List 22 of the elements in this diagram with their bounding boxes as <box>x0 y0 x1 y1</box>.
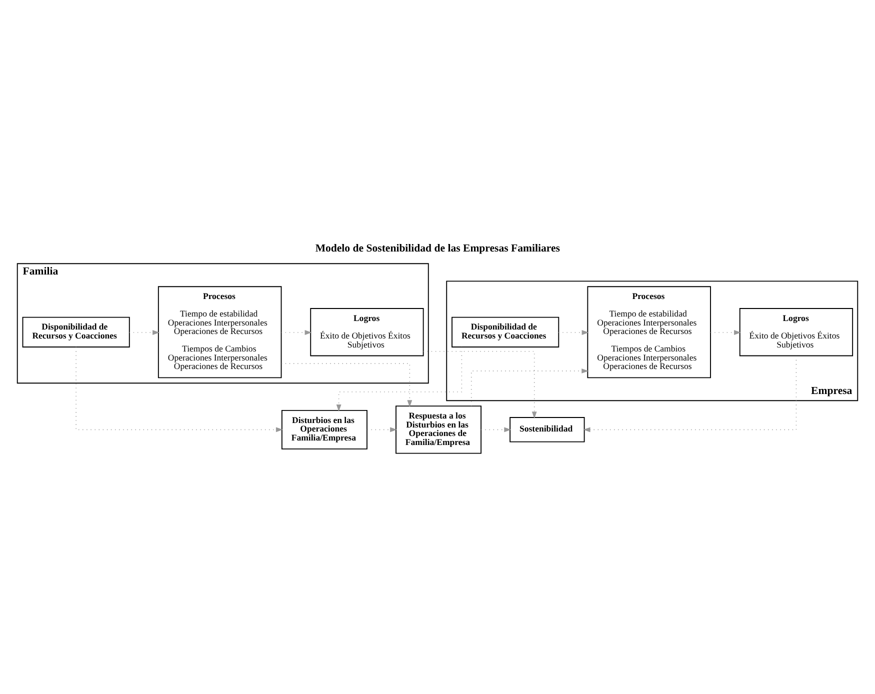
arrow <box>281 363 412 408</box>
node-box: Procesos Tiempo de estabilidad Operaciones Interpersonales Operaciones de Recursos Tiempos de Cambios Operaciones Interpersonales Operaciones de Recursos <box>158 286 282 378</box>
arrow <box>583 356 797 432</box>
arrow <box>366 427 398 432</box>
node-box: Logros Éxito de Objetivos Éxitos Subjetivos <box>739 308 854 356</box>
node-box: Disponibilidad de Recursos y Coacciones <box>452 316 560 348</box>
node-box: Disturbios en las Operaciones Familia/Empresa <box>281 410 368 450</box>
arrow <box>470 368 589 406</box>
node-box: Sostenibilidad <box>510 417 585 442</box>
arrow <box>280 330 312 335</box>
node-box: Procesos Tiempo de estabilidad Operaciones Interpersonales Operaciones de Recursos Tiempos de Cambios Operaciones Interpersonales Operaciones de Recursos <box>587 286 711 378</box>
arrow <box>710 330 742 335</box>
diagram-title: Modelo de Sostenibilidad de las Empresas Familiares <box>315 242 560 254</box>
arrow <box>423 350 537 419</box>
arrow <box>76 346 283 432</box>
node-box: Logros Éxito de Objetivos Éxitos Subjetivos <box>310 308 424 356</box>
arrow <box>336 346 462 412</box>
node-box: Respuesta a los Disturbios en las Operaciones de Familia/Empresa <box>396 406 482 454</box>
arrow <box>480 427 512 432</box>
arrow <box>129 330 160 335</box>
node-box: Disponibilidad de Recursos y Coacciones <box>22 316 130 348</box>
arrow <box>558 330 589 335</box>
